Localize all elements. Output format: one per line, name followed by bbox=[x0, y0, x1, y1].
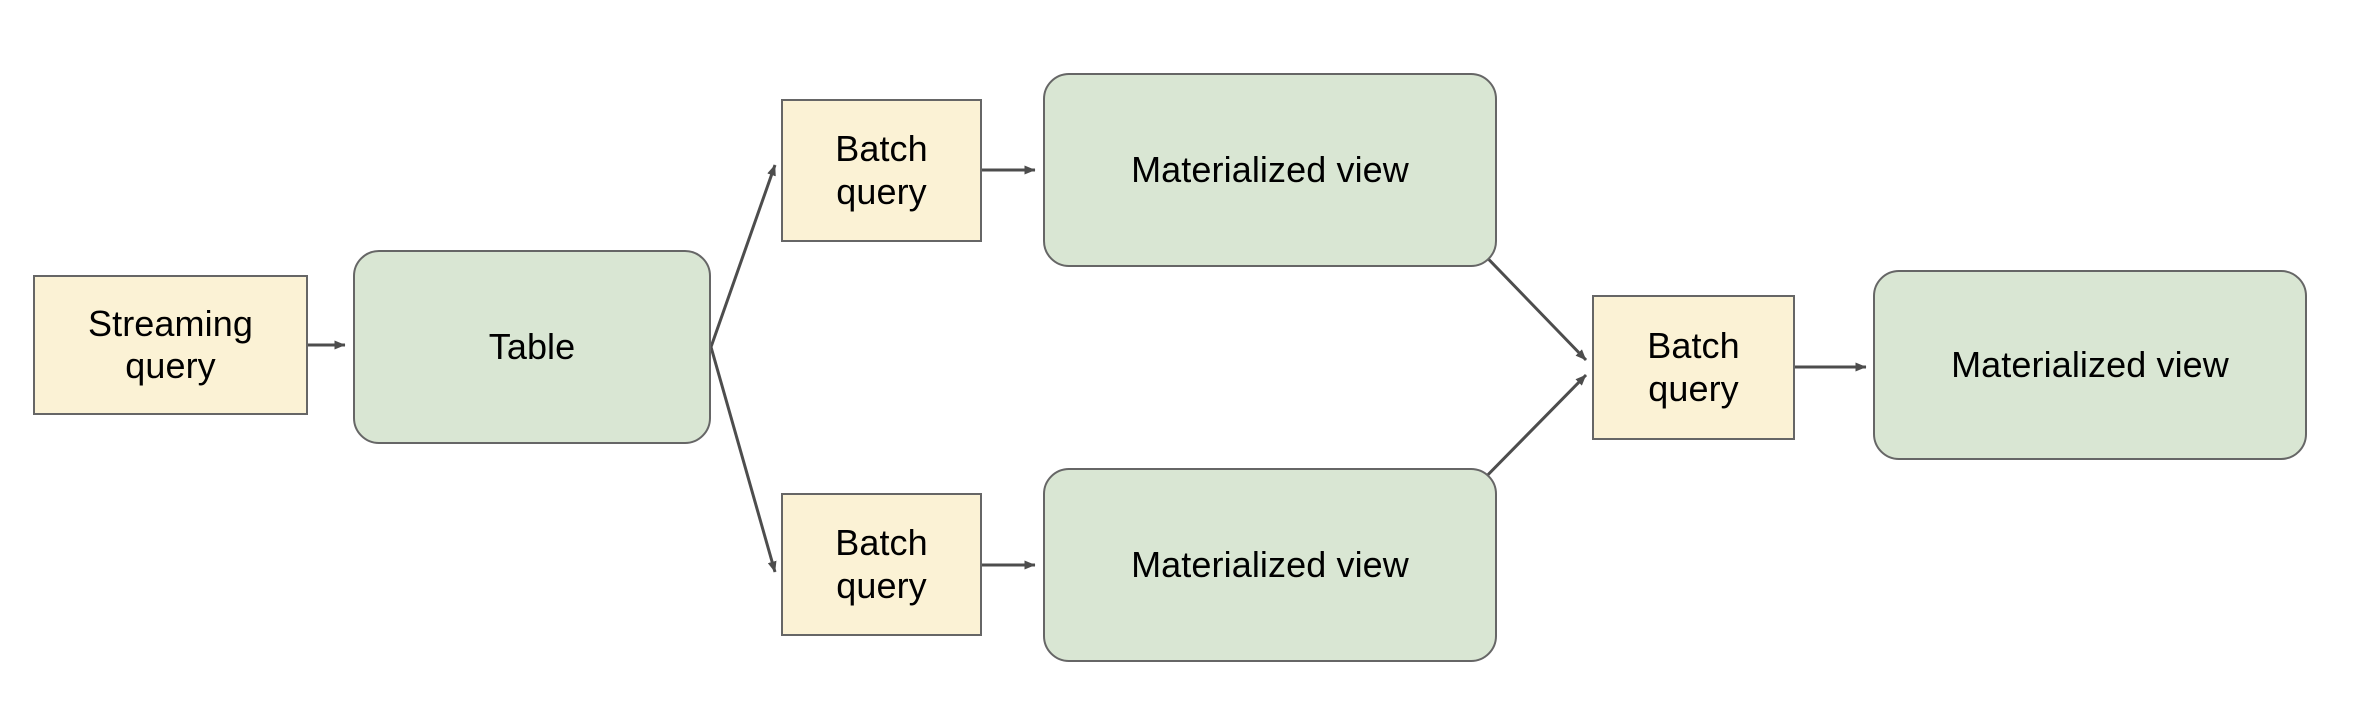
node-label-batch-query-merge: Batch query bbox=[1647, 325, 1740, 409]
node-label-materialized-view-bottom: Materialized view bbox=[1131, 543, 1409, 585]
node-batch-query-bottom[interactable]: Batch query bbox=[781, 493, 982, 636]
node-label-batch-query-bottom: Batch query bbox=[835, 522, 928, 606]
node-label-batch-query-top: Batch query bbox=[835, 128, 928, 212]
node-batch-query-top[interactable]: Batch query bbox=[781, 99, 982, 242]
node-label-materialized-view-top: Materialized view bbox=[1131, 148, 1409, 190]
edge-table-to-batch-top bbox=[709, 164, 777, 348]
node-label-streaming-query: Streaming query bbox=[88, 302, 253, 386]
node-batch-query-merge[interactable]: Batch query bbox=[1592, 295, 1795, 440]
node-materialized-view-top[interactable]: Materialized view bbox=[1043, 73, 1497, 267]
node-materialized-view-bottom[interactable]: Materialized view bbox=[1043, 468, 1497, 662]
node-label-table: Table bbox=[488, 325, 576, 367]
node-streaming-query[interactable]: Streaming query bbox=[33, 275, 308, 415]
edge-table-to-batch-bottom bbox=[709, 346, 777, 573]
node-table[interactable]: Table bbox=[353, 250, 711, 444]
node-label-materialized-view-final: Materialized view bbox=[1951, 343, 2229, 385]
node-materialized-view-final[interactable]: Materialized view bbox=[1873, 270, 2307, 460]
